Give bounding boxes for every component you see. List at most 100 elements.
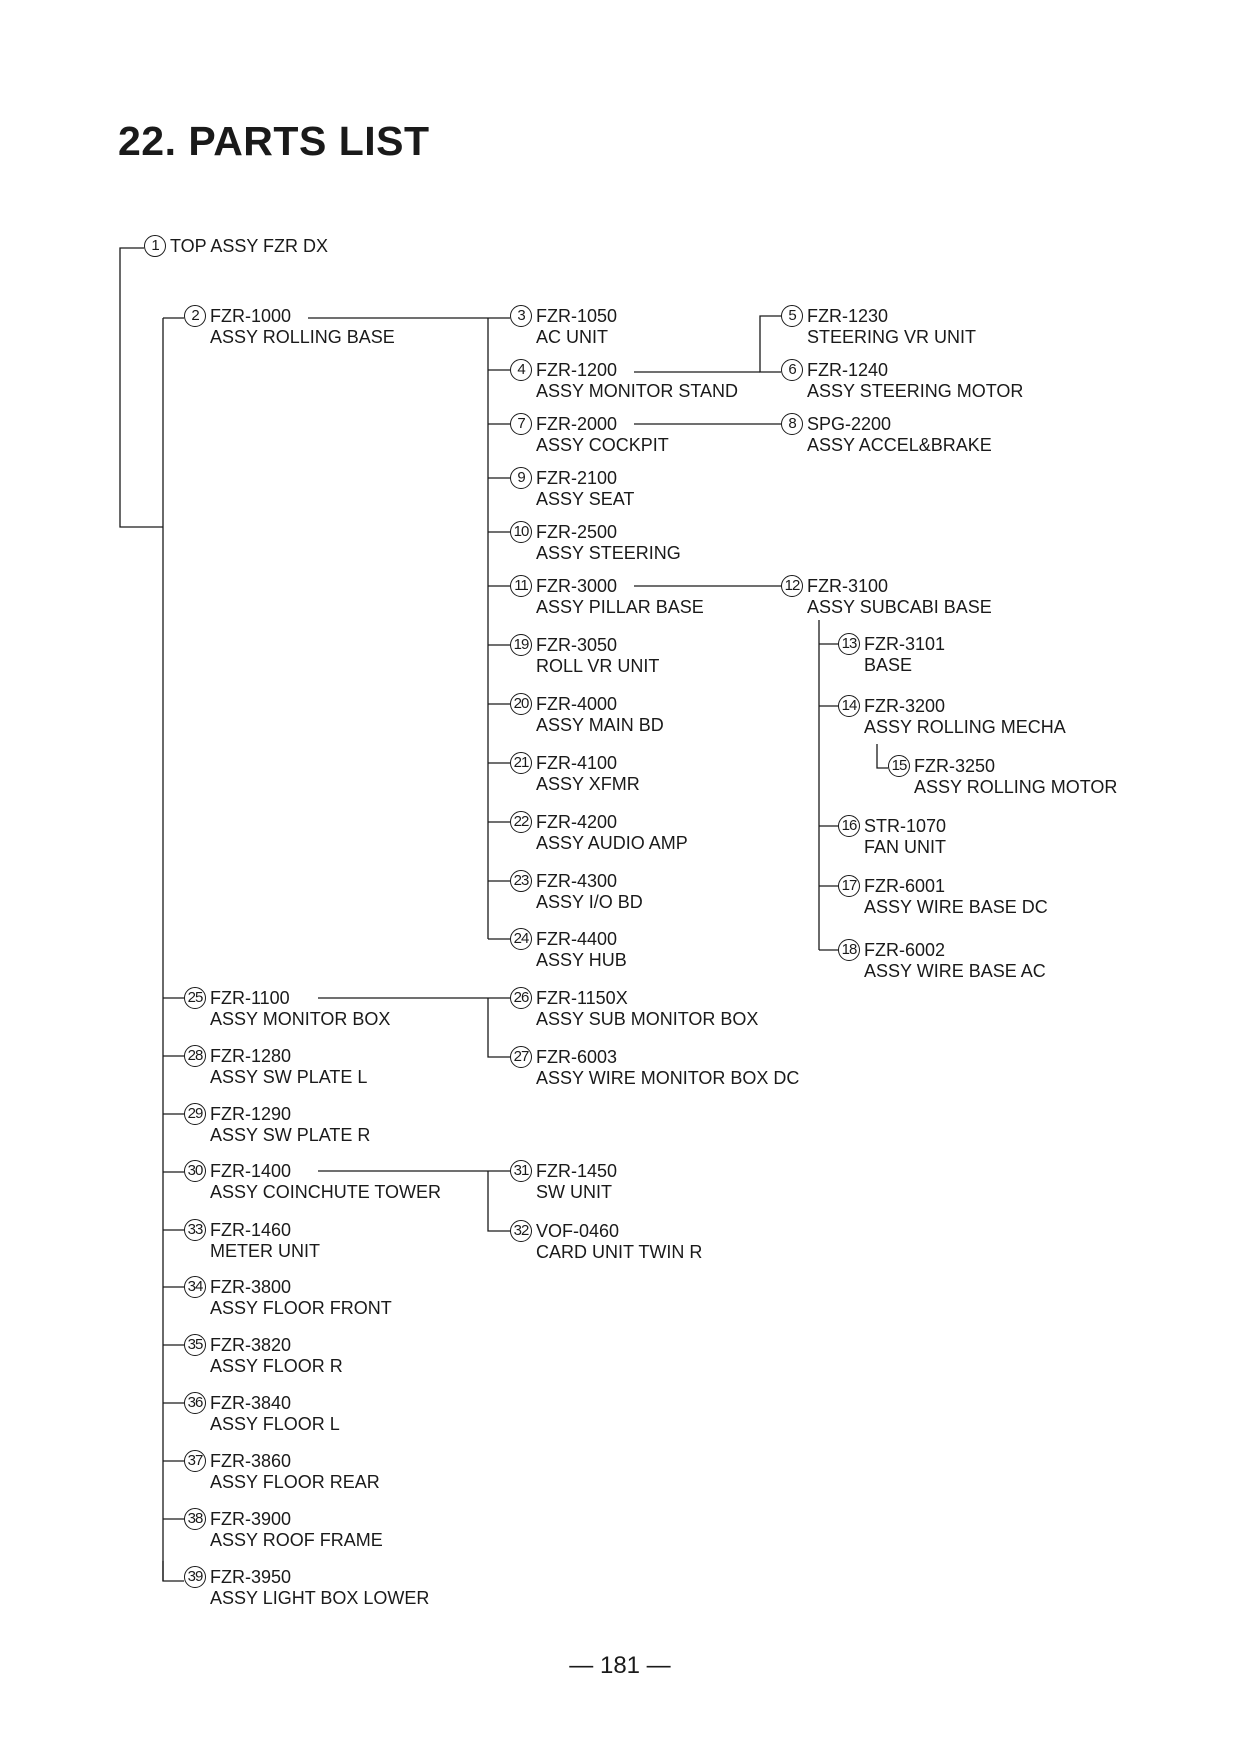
part-code: FZR-6003	[536, 1047, 618, 1067]
part-code: FZR-3000	[536, 576, 618, 596]
part-name: TOP ASSY FZR DX	[170, 236, 329, 256]
item-number-circle: 14	[838, 695, 860, 717]
part-code: FZR-6002	[864, 940, 946, 960]
item-number-circle: 38	[184, 1508, 206, 1530]
part-name: METER UNIT	[210, 1241, 320, 1261]
part-code: FZR-3820	[210, 1335, 292, 1355]
item-number-circle: 3	[510, 305, 532, 327]
part-code: FZR-1200	[536, 360, 618, 380]
part-code: FZR-4200	[536, 812, 618, 832]
part-code: FZR-1290	[210, 1104, 292, 1124]
item-number-circle: 4	[510, 359, 532, 381]
part-name: ASSY WIRE BASE DC	[864, 897, 1048, 917]
part-name: ASSY STEERING MOTOR	[807, 381, 1024, 401]
part-code: FZR-3860	[210, 1451, 292, 1471]
part-name: ASSY ACCEL&BRAKE	[807, 435, 992, 455]
part-code: FZR-4100	[536, 753, 618, 773]
item-number-circle: 31	[510, 1160, 532, 1182]
item-number-circle: 12	[781, 575, 803, 597]
part-name: ASSY I/O BD	[536, 892, 643, 912]
part-name: BASE	[864, 655, 913, 675]
item-number-circle: 27	[510, 1046, 532, 1068]
item-number-circle: 13	[838, 633, 860, 655]
part-name: AC UNIT	[536, 327, 608, 347]
part-code: FZR-1150X	[536, 988, 628, 1008]
item-number-circle: 34	[184, 1276, 206, 1298]
part-name: ASSY FLOOR L	[210, 1414, 340, 1434]
part-code: FZR-1400	[210, 1161, 292, 1181]
part-name: ASSY COCKPIT	[536, 435, 669, 455]
part-code: FZR-6001	[864, 876, 946, 896]
item-number-circle: 9	[510, 467, 532, 489]
item-number-circle: 10	[510, 521, 532, 543]
item-number-circle: 25	[184, 987, 206, 1009]
part-code: FZR-1280	[210, 1046, 292, 1066]
part-code: FZR-1000	[210, 306, 292, 326]
part-code: FZR-3250	[914, 756, 996, 776]
part-name: CARD UNIT TWIN R	[536, 1242, 703, 1262]
item-number-circle: 23	[510, 870, 532, 892]
part-code: FZR-2000	[536, 414, 618, 434]
part-code: SPG-2200	[807, 414, 892, 434]
item-number-circle: 2	[184, 305, 206, 327]
page-title: 22. PARTS LIST	[118, 118, 430, 164]
item-number-circle: 18	[838, 939, 860, 961]
part-name: ASSY MONITOR STAND	[536, 381, 739, 401]
item-number-circle: 19	[510, 634, 532, 656]
item-number-circle: 24	[510, 928, 532, 950]
item-number-circle: 6	[781, 359, 803, 381]
item-number-circle: 17	[838, 875, 860, 897]
part-code: FZR-3050	[536, 635, 618, 655]
part-code: FZR-1230	[807, 306, 889, 326]
item-number-circle: 36	[184, 1392, 206, 1414]
item-number-circle: 39	[184, 1566, 206, 1588]
part-name: FAN UNIT	[864, 837, 947, 857]
part-code: VOF-0460	[536, 1221, 620, 1241]
part-name: ASSY WIRE MONITOR BOX DC	[536, 1068, 800, 1088]
item-number-circle: 32	[510, 1220, 532, 1242]
part-name: ASSY SW PLATE R	[210, 1125, 371, 1145]
part-name: ASSY ROLLING BASE	[210, 327, 395, 347]
part-name: ASSY LIGHT BOX LOWER	[210, 1588, 430, 1608]
part-name: ASSY ROLLING MOTOR	[914, 777, 1118, 797]
part-code: FZR-1450	[536, 1161, 618, 1181]
part-code: FZR-3900	[210, 1509, 292, 1529]
part-name: ASSY PILLAR BASE	[536, 597, 704, 617]
item-number-circle: 7	[510, 413, 532, 435]
item-number-circle: 29	[184, 1103, 206, 1125]
part-code: FZR-3200	[864, 696, 946, 716]
part-code: FZR-2100	[536, 468, 618, 488]
part-name: ASSY XFMR	[536, 774, 640, 794]
item-number-circle: 37	[184, 1450, 206, 1472]
item-number-circle: 5	[781, 305, 803, 327]
part-name: ASSY STEERING	[536, 543, 681, 563]
part-name: ASSY FLOOR FRONT	[210, 1298, 392, 1318]
part-code: FZR-1240	[807, 360, 889, 380]
part-name: SW UNIT	[536, 1182, 612, 1202]
item-number-circle: 22	[510, 811, 532, 833]
part-name: ASSY AUDIO AMP	[536, 833, 688, 853]
item-number-circle: 1	[144, 235, 166, 257]
part-code: FZR-4300	[536, 871, 618, 891]
item-number-circle: 16	[838, 815, 860, 837]
part-name: ASSY MONITOR BOX	[210, 1009, 391, 1029]
part-code: FZR-4000	[536, 694, 618, 714]
part-name: ASSY ROOF FRAME	[210, 1530, 383, 1550]
item-number-circle: 26	[510, 987, 532, 1009]
item-number-circle: 8	[781, 413, 803, 435]
item-number-circle: 21	[510, 752, 532, 774]
part-name: STEERING VR UNIT	[807, 327, 977, 347]
part-name: ASSY MAIN BD	[536, 715, 664, 735]
part-name: ASSY FLOOR R	[210, 1356, 343, 1376]
part-code: FZR-3950	[210, 1567, 292, 1587]
item-number-circle: 35	[184, 1334, 206, 1356]
item-number-circle: 28	[184, 1045, 206, 1067]
part-name: ASSY WIRE BASE AC	[864, 961, 1046, 981]
part-code: FZR-1460	[210, 1220, 292, 1240]
part-code: STR-1070	[864, 816, 947, 836]
page-number: — 181 —	[569, 1652, 671, 1679]
part-code: FZR-3101	[864, 634, 946, 654]
item-number-circle: 33	[184, 1219, 206, 1241]
part-code: FZR-1050	[536, 306, 618, 326]
